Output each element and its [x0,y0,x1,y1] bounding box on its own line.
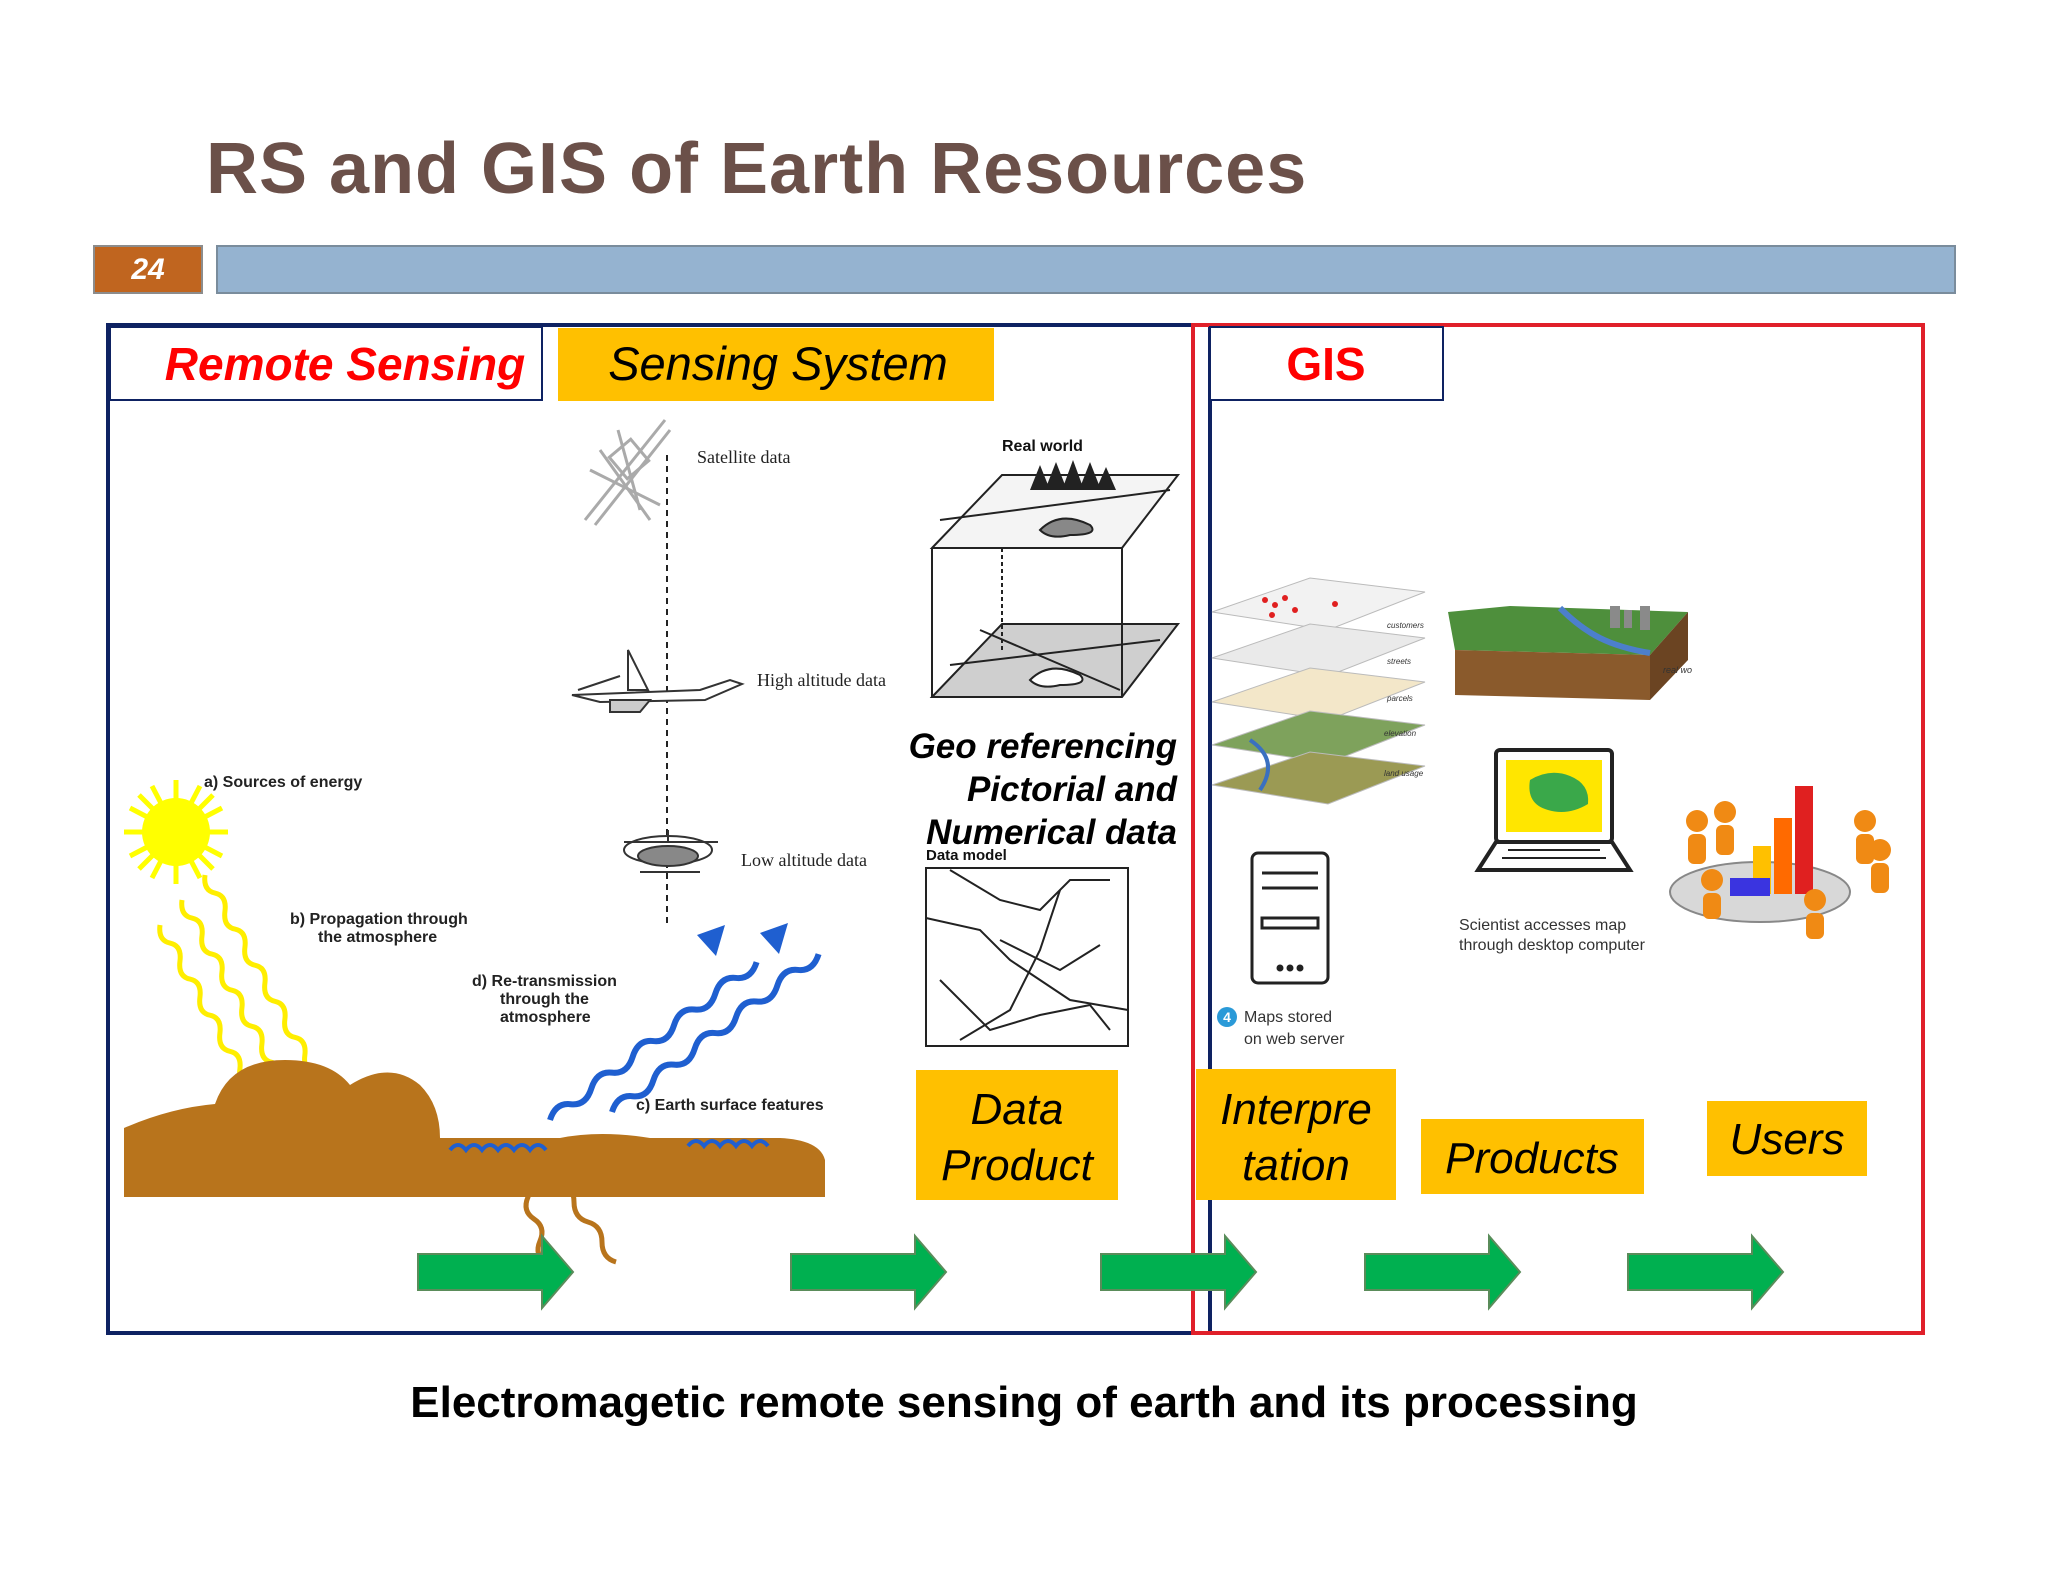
propagation-label-1: b) Propagation through [290,911,468,928]
users-meeting-icon [1669,786,1891,939]
users-box [1707,1101,1867,1176]
gis-layers-figure [1211,577,1426,805]
data-product-line-1: Data [971,1085,1064,1134]
header-bar [216,245,1956,294]
gis-panel [1191,323,1925,1335]
earth-ground [124,1060,825,1197]
data-product-box [916,1070,1118,1200]
step-number: 4 [1223,1009,1231,1025]
flow-arrow-4 [1364,1233,1522,1311]
slide-title: RS and GIS of Earth Resources [206,129,1308,209]
reflected-arrowhead-1 [697,925,725,956]
gis-terrain-block [1445,604,1692,700]
page-number: 24 [131,253,165,286]
flow-arrow-5 [1627,1233,1785,1311]
web-server-icon [1250,851,1330,985]
flow-arrow-2 [790,1233,948,1311]
flow-arrows [417,1233,1785,1311]
layer-streets: streets [1387,657,1411,666]
sensing-system-label: Sensing System [608,337,948,390]
layer-land-usage: land usage [1384,769,1424,778]
reflected-radiation-waves [547,953,822,1122]
data-product-line-2: Product [941,1141,1094,1190]
gis-label: GIS [1286,338,1365,390]
absorbed-radiation-waves [520,1172,617,1266]
layer-customers: customers [1387,621,1424,630]
server-caption-2: on web server [1244,1031,1345,1048]
sensing-system-label-box [558,328,994,401]
flow-arrow-3 [1100,1233,1258,1311]
real-world-cut-label: real wo [1663,665,1692,675]
low-altitude-label: Low altitude data [741,850,867,870]
gis-label-box [1209,326,1444,401]
remote-sensing-label: Remote Sensing [165,338,525,390]
water-ripples [448,1139,770,1154]
propagation-label-2: the atmosphere [318,929,437,946]
layer-parcels: parcels [1386,694,1413,703]
remote-sensing-panel [106,323,1212,1335]
server-caption-1: Maps stored [1244,1009,1332,1026]
data-model-figure [925,867,1129,1047]
airplane-icon [571,649,745,713]
retransmission-label-3: atmosphere [500,1009,591,1026]
retransmission-label-1: d) Re-transmission [472,973,617,990]
step-number-badge [1217,1007,1237,1027]
remote-sensing-label-box [109,326,543,401]
geo-referencing-line-2: Pictorial and [967,770,1178,809]
geo-referencing-line-1: Geo referencing [909,727,1177,766]
retransmission-label-2: through the [500,991,589,1008]
reflected-arrowhead-2 [760,923,788,954]
trees-icon [1030,460,1116,490]
interpretation-box [1196,1069,1396,1200]
real-world-label: Real world [1002,438,1083,455]
satellite-data-label: Satellite data [697,447,790,467]
products-label: Products [1445,1134,1619,1183]
geo-referencing-line-3: Numerical data [926,813,1177,852]
interpretation-line-1: Interpre [1220,1085,1372,1134]
high-altitude-label: High altitude data [757,670,886,690]
earth-surface-label: c) Earth surface features [636,1097,824,1114]
satellite-icon [583,419,672,526]
slide-caption: Electromagetic remote sensing of earth a… [410,1378,1638,1427]
real-world-figure [929,474,1181,698]
layer-elevation: elevation [1384,729,1417,738]
helicopter-icon [623,830,718,873]
flow-arrow-1 [417,1233,575,1311]
page-number-box: 24 [93,245,203,294]
sun-icon [124,780,228,884]
users-label: Users [1730,1115,1845,1164]
data-model-label: Data model [926,847,1007,864]
laptop-caption-2: through desktop computer [1459,937,1646,954]
laptop-caption-1: Scientist accesses map [1459,917,1626,934]
laptop-icon [1474,748,1634,872]
products-box [1421,1119,1644,1194]
interpretation-line-2: tation [1242,1141,1350,1190]
sources-of-energy-label: a) Sources of energy [204,774,362,791]
